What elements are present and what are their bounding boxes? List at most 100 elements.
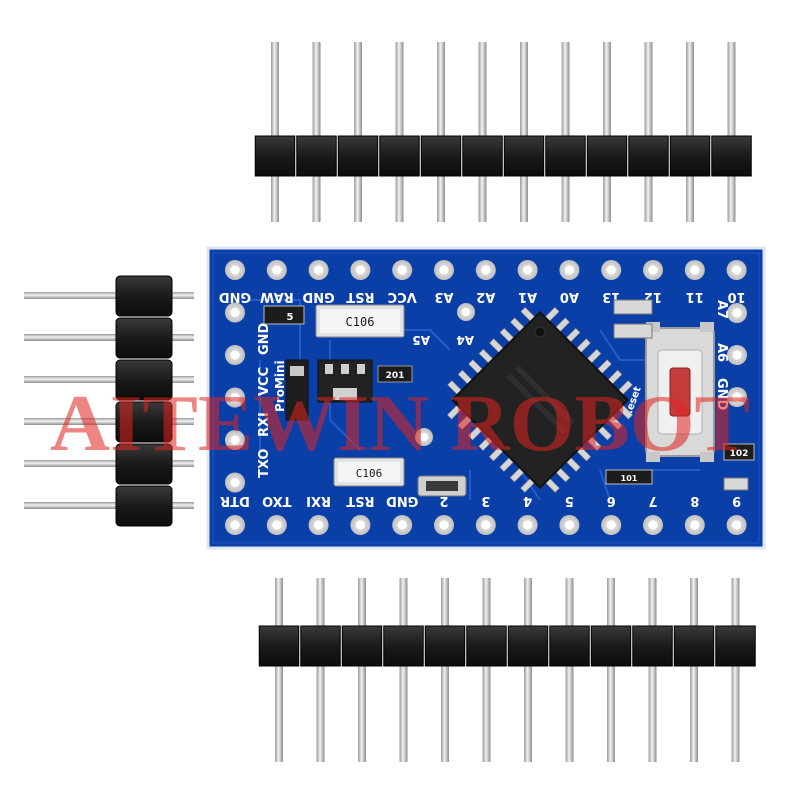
header-pin xyxy=(441,578,449,762)
header-housing xyxy=(586,135,628,177)
through-hole-pad xyxy=(225,515,245,535)
pin-label-bottom: 8 xyxy=(690,493,699,508)
through-hole-pad xyxy=(225,302,245,323)
pin-label-top: A3 xyxy=(434,289,453,304)
header-pin xyxy=(271,42,279,222)
header-housing xyxy=(115,359,173,401)
pin-label-bottom: DTR xyxy=(220,493,250,508)
through-hole-pad xyxy=(225,260,245,280)
header-housing xyxy=(503,135,545,177)
resistor-right: 102 xyxy=(723,443,755,461)
through-hole-pad xyxy=(726,260,747,280)
header-pin xyxy=(437,42,445,222)
header-housing xyxy=(632,625,673,667)
header-housing xyxy=(296,135,337,177)
through-hole-pad xyxy=(225,387,245,408)
header-pin xyxy=(24,460,194,467)
pin-header-left xyxy=(24,275,194,527)
pin-header-top xyxy=(254,42,752,222)
through-hole-pad xyxy=(684,260,705,280)
header-pin xyxy=(316,578,325,762)
label-vcc-left: VCC xyxy=(257,367,272,396)
through-hole-pad xyxy=(726,515,747,535)
pin-label-bottom: RST xyxy=(346,493,374,508)
header-housing xyxy=(115,401,173,443)
header-housing xyxy=(669,135,711,177)
through-hole-pad xyxy=(643,260,663,280)
label-txo-left: TXO xyxy=(257,449,272,478)
pin-label-bottom: 6 xyxy=(607,493,616,508)
through-hole-pad xyxy=(415,428,433,446)
pin-label-bottom: 2 xyxy=(439,493,448,508)
pin-label-top: VCC xyxy=(388,289,417,304)
label-gnd-left: GND xyxy=(257,322,272,355)
header-pin xyxy=(24,334,194,341)
header-housing xyxy=(383,625,424,667)
through-hole-pad xyxy=(392,260,413,280)
label-a4: A4 xyxy=(456,333,474,347)
through-hole-pad xyxy=(559,260,580,280)
through-hole-pad xyxy=(727,303,747,323)
through-hole-pad xyxy=(643,515,663,535)
header-housing xyxy=(545,135,586,177)
header-pin xyxy=(24,418,194,425)
header-housing xyxy=(254,135,296,177)
header-housing xyxy=(424,625,466,667)
resistor-tiny-label: 5 xyxy=(287,312,294,323)
capacitor-top-label: C106 xyxy=(346,315,375,329)
pin-label-bottom: 3 xyxy=(481,493,490,508)
through-hole-pad xyxy=(727,345,747,365)
header-pin xyxy=(731,578,740,762)
header-pin xyxy=(524,578,532,762)
through-hole-pad xyxy=(517,515,538,535)
label-a7: A7 xyxy=(714,300,729,319)
header-housing xyxy=(549,625,590,667)
header-pin xyxy=(24,376,194,383)
header-pin xyxy=(354,42,362,222)
through-hole-pad xyxy=(457,303,475,321)
label-a5: A5 xyxy=(412,333,430,347)
through-hole-pad xyxy=(559,515,580,535)
header-pin xyxy=(395,42,404,222)
pin-label-top: GND xyxy=(302,289,335,304)
through-hole-pad xyxy=(601,260,622,280)
through-hole-pad xyxy=(308,515,329,535)
through-hole-pad xyxy=(266,260,287,280)
through-hole-pad xyxy=(727,387,747,407)
through-hole-pad xyxy=(601,515,622,535)
pin-label-bottom: 9 xyxy=(732,493,741,508)
through-hole-pad xyxy=(684,515,705,535)
header-housing xyxy=(258,625,300,667)
voltage-regulator xyxy=(317,359,373,403)
header-housing xyxy=(300,625,341,667)
through-hole-pad xyxy=(350,260,371,280)
pin-label-bottom: 4 xyxy=(523,493,532,508)
header-housing xyxy=(673,625,715,667)
through-hole-pad xyxy=(308,260,329,280)
through-hole-pad xyxy=(434,515,454,535)
atmega-chip xyxy=(447,307,633,493)
resistor-mid: 201 xyxy=(377,365,413,383)
through-hole-pad xyxy=(517,260,538,280)
header-housing xyxy=(115,485,173,527)
label-gnd-right: GND xyxy=(714,378,729,411)
label-pro-mini: ProMini xyxy=(273,360,287,412)
leds-right xyxy=(613,299,749,491)
resistor-small: 101 xyxy=(605,469,653,485)
pin-label-top: A0 xyxy=(560,289,579,304)
through-hole-pad xyxy=(266,515,287,535)
header-pin xyxy=(275,578,283,762)
through-hole-pad xyxy=(350,515,371,535)
header-housing xyxy=(115,443,173,485)
through-hole-pad xyxy=(225,472,245,493)
crystal xyxy=(417,475,467,497)
header-pin xyxy=(482,578,491,762)
header-housing xyxy=(711,135,752,177)
through-hole-pad xyxy=(475,515,496,535)
header-pin xyxy=(24,502,194,509)
header-housing xyxy=(590,625,632,667)
pin-header-bottom xyxy=(258,578,756,762)
